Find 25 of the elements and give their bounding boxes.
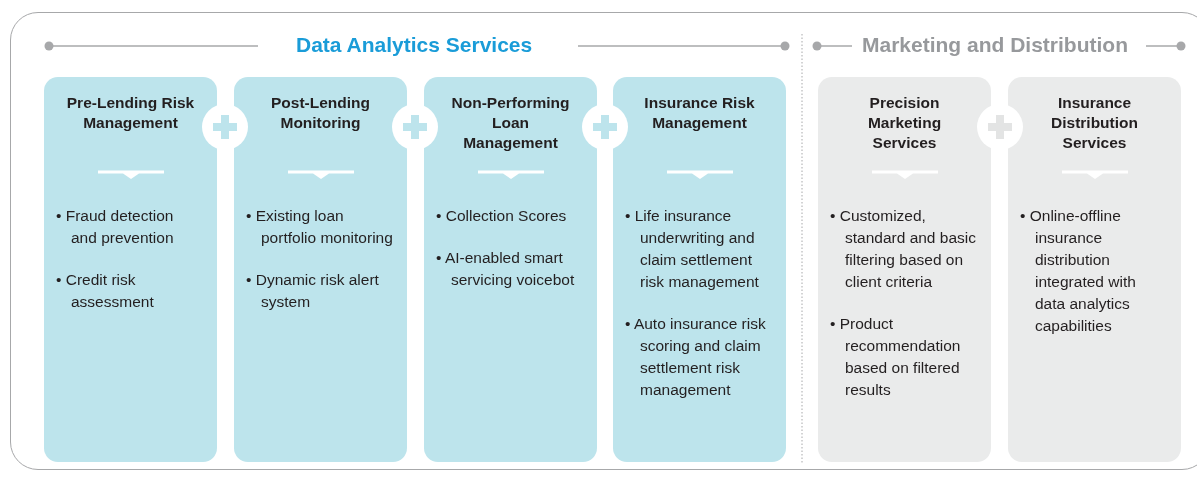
card-heading: Pre-Lending Risk Management <box>65 93 196 133</box>
bullet-item: • Auto insurance risk scoring and claim settlement risk management <box>625 314 767 400</box>
service-card <box>818 77 991 462</box>
bullet-item: • Dynamic risk alert system <box>246 270 380 312</box>
bullet-item: • Collection Scores <box>436 206 568 226</box>
service-card <box>424 77 597 462</box>
bullet-item: • Existing loan portfolio monitoring <box>246 206 393 248</box>
service-card <box>44 77 217 462</box>
service-card <box>234 77 407 462</box>
card-heading: Insurance Risk Management <box>643 93 756 133</box>
service-card <box>1008 77 1181 462</box>
bullet-item: • Customized, standard and basic filtering based on client criteria <box>830 206 977 292</box>
bullet-item: • Product recommendation based on filtered results <box>830 314 962 400</box>
bullet-item: • Fraud detection and prevention <box>56 206 175 248</box>
card-heading: Precision Marketing Services <box>866 93 943 153</box>
card-heading: Non-Performing Loan Management <box>450 93 571 153</box>
service-card <box>613 77 786 462</box>
section-heading: Data Analytics Services <box>296 33 533 57</box>
bullet-item: • AI-enabled smart servicing voicebot <box>436 248 576 290</box>
card-heading: Insurance Distribution Services <box>1050 93 1139 153</box>
bullet-item: • Credit risk assessment <box>56 270 155 312</box>
bullet-item: • Life insurance underwriting and claim settlement risk management <box>625 206 760 292</box>
section-heading: Marketing and Distribution <box>862 33 1128 57</box>
bullet-item: • Online-offline insurance distribution integrated with data analytics capabilities <box>1020 206 1137 336</box>
card-heading: Post-Lending Monitoring <box>270 93 371 133</box>
